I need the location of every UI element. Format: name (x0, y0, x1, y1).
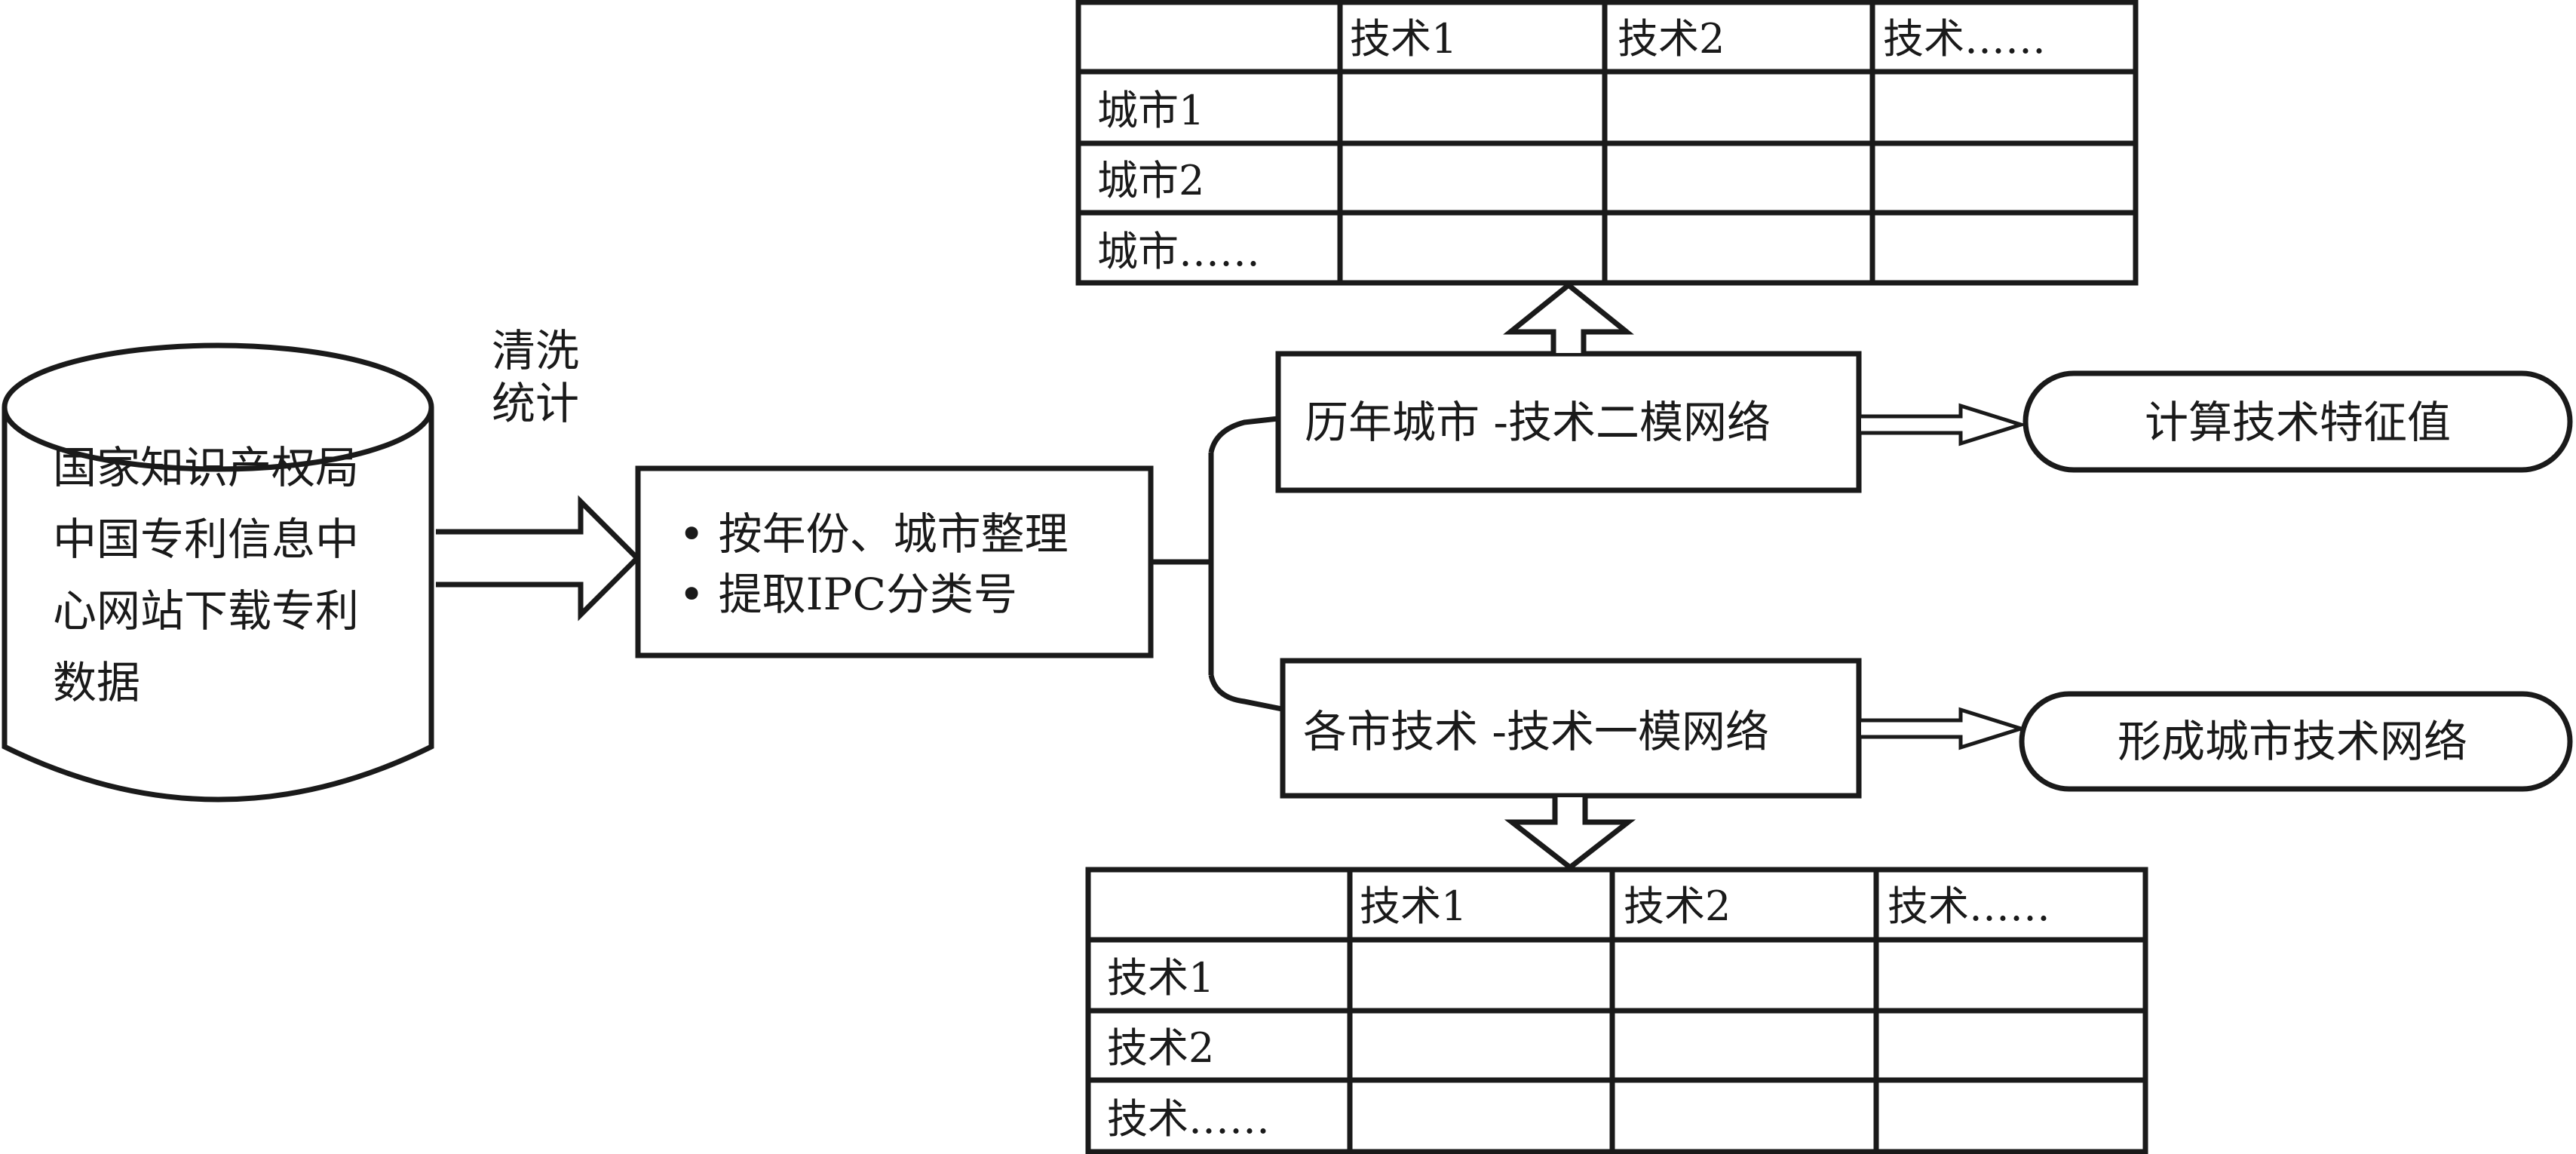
stats-label: 统计 (492, 378, 579, 429)
top-table-header: 技术…… (1883, 15, 2046, 63)
bottom-table-row-label: 技术…… (1107, 1095, 1270, 1143)
top-table-header: 技术1 (1350, 15, 1457, 63)
bottom-table-row-label: 技术1 (1107, 954, 1214, 1002)
top-table-row-label: 城市1 (1097, 87, 1204, 134)
process-item-1: • 按年份、城市整理 (679, 508, 1069, 560)
process-box: • 按年份、城市整理 • 提取IPC分类号 (635, 465, 1154, 658)
double-arrow-right-icon (1861, 707, 2028, 750)
tech-tech-network-label: 各市技术 -技术一模网络 (1303, 706, 1769, 757)
source-line-1: 国家知识产权局 (53, 442, 359, 493)
branch-connector (1151, 416, 1283, 712)
cylinder-top (2, 342, 434, 472)
bottom-table-header: 技术2 (1624, 882, 1731, 930)
city-tech-matrix-table: 技术1 技术2 技术…… 城市1 城市2 城市…… (1075, 0, 2139, 286)
calc-tech-features-label: 计算技术特征值 (2145, 397, 2451, 448)
data-source-cylinder: 国家知识产权局 中国专利信息中 心网站下载专利 数据 (2, 342, 434, 803)
calc-tech-features-pill: 计算技术特征值 (2022, 370, 2573, 473)
double-arrow-right-icon (1861, 403, 2028, 447)
source-line-3: 心网站下载专利 (53, 585, 359, 637)
hollow-arrow-right-icon (436, 495, 641, 622)
form-city-tech-network-label: 形成城市技术网络 (2118, 716, 2467, 767)
form-city-tech-network-pill: 形成城市技术网络 (2019, 691, 2573, 792)
process-item-2: • 提取IPC分类号 (679, 569, 1017, 620)
city-tech-network-label: 历年城市 -技术二模网络 (1305, 397, 1771, 448)
top-table-row-label: 城市2 (1097, 157, 1204, 204)
hollow-arrow-up-icon (1503, 281, 1634, 353)
tech-tech-network-box: 各市技术 -技术一模网络 (1280, 658, 1862, 799)
bottom-table-header: 技术…… (1888, 882, 2050, 930)
source-line-4: 数据 (53, 657, 140, 708)
tech-tech-matrix-table: 技术1 技术2 技术…… 技术1 技术2 技术…… (1085, 867, 2148, 1154)
source-line-2: 中国专利信息中 (53, 514, 359, 565)
hollow-arrow-down-icon (1504, 797, 1636, 871)
cylinder-body (2, 407, 434, 803)
bottom-table-header: 技术1 (1360, 882, 1467, 930)
city-tech-network-box: 历年城市 -技术二模网络 (1275, 351, 1862, 493)
top-table-header: 技术2 (1618, 15, 1725, 63)
clean-label: 清洗 (492, 325, 579, 376)
top-table-row-label: 城市…… (1097, 228, 1260, 275)
bottom-table-row-label: 技术2 (1107, 1024, 1214, 1072)
